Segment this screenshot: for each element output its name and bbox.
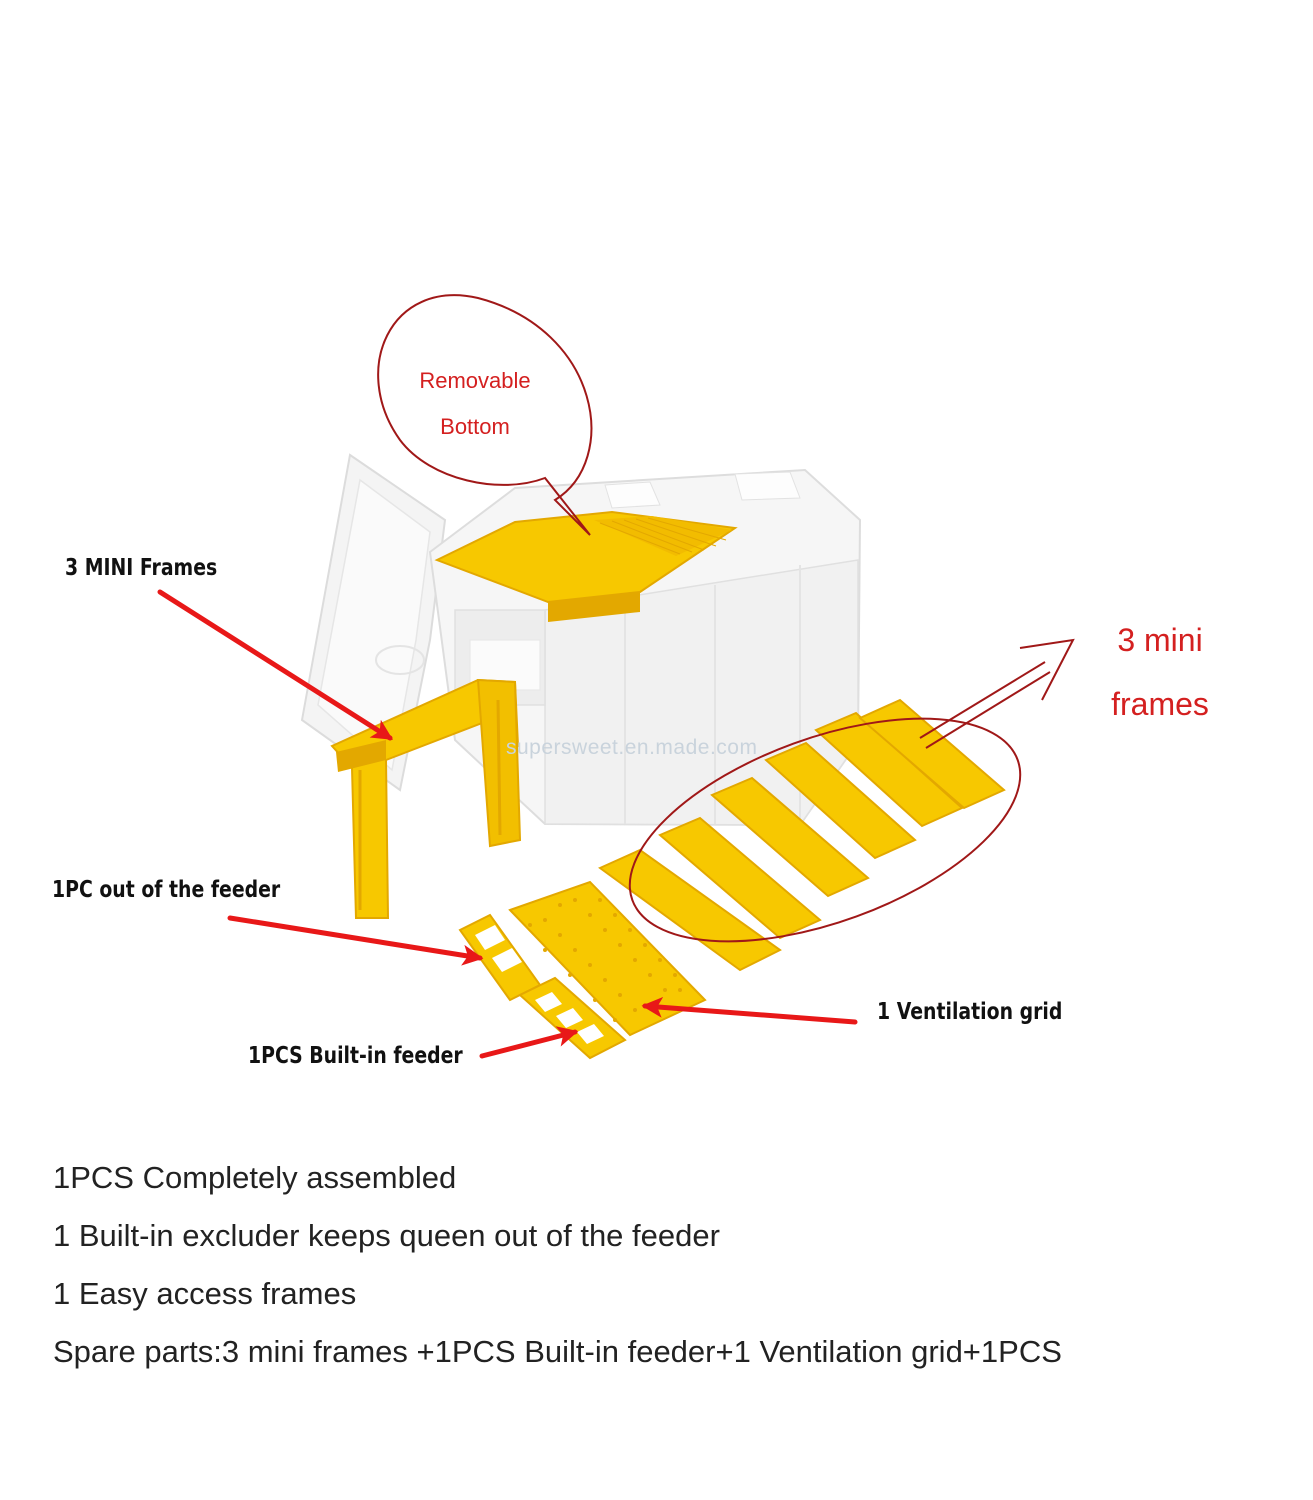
- three-mini-line1: 3 mini: [1117, 622, 1203, 658]
- three-mini-frames-red-label: 3 mini frames: [1090, 608, 1230, 736]
- watermark: supersweet.en.made.com: [506, 736, 758, 759]
- three-mini-frames-callout: 3 MINI Frames: [65, 555, 218, 581]
- arrow-out-of-feeder: [227, 915, 484, 966]
- description-line-4: Spare parts:3 mini frames +1PCS Built-in…: [53, 1334, 1062, 1369]
- removable-bottom-label: Removable Bottom: [400, 358, 550, 450]
- removable-bottom-line1: Removable: [419, 368, 531, 393]
- mini-frames-highlight-ellipse: [628, 717, 1022, 943]
- ventilation-grid: [508, 880, 707, 1037]
- arrow-built-in-feeder: [479, 1026, 579, 1059]
- arrow-ventilation-grid: [641, 996, 858, 1025]
- description-line-1: 1PCS Completely assembled: [53, 1160, 457, 1195]
- removable-bottom-tray: [434, 510, 738, 622]
- description-line-3: 1 Easy access frames: [53, 1276, 357, 1311]
- built-in-feeder-callout: 1PCS Built-in feeder: [248, 1043, 463, 1069]
- out-of-feeder-piece: [458, 913, 542, 1002]
- removable-bottom-line2: Bottom: [440, 414, 510, 439]
- three-mini-line2: frames: [1111, 686, 1209, 722]
- removable-bottom-bubble: [377, 294, 593, 536]
- ventilation-grid-callout: 1 Ventilation grid: [877, 999, 1063, 1025]
- arrow-three-mini-frames: [157, 589, 393, 741]
- spare-mini-frames: [598, 698, 1006, 972]
- description-line-2: 1 Built-in excluder keeps queen out of t…: [53, 1218, 720, 1253]
- built-in-feeder-piece: [518, 976, 627, 1060]
- out-of-feeder-callout: 1PC out of the feeder: [52, 877, 281, 903]
- mini-frames-open-arrow: [919, 638, 1075, 749]
